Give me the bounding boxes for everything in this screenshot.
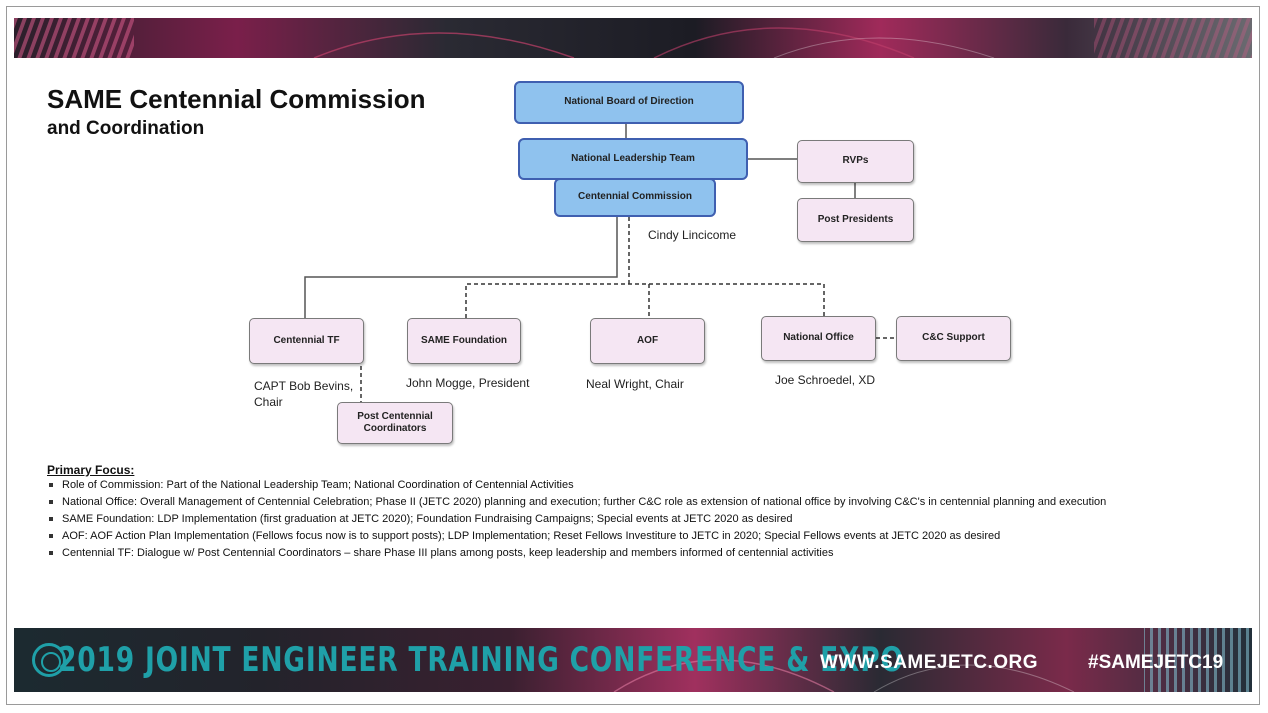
page-subtitle: and Coordination: [47, 118, 205, 139]
footer-hashtag: #SAMEJETC19: [1088, 652, 1224, 673]
box-national-board: National Board of Direction: [514, 81, 744, 124]
note-commission-lead: Cindy Lincicome: [648, 228, 737, 242]
box-centennial-commission: Centennial Commission: [554, 178, 716, 217]
box-post-centennial-coordinators: Post Centennial Coordinators: [337, 402, 453, 444]
primary-focus-heading: Primary Focus:: [47, 463, 135, 477]
page-title: SAME Centennial Commission: [47, 84, 426, 114]
box-same-foundation-label: SAME Foundation: [420, 334, 508, 346]
bottom-decorative-band: [14, 628, 1252, 692]
primary-focus-list: Role of Commission: Part of the National…: [47, 479, 1217, 564]
list-item: Centennial TF: Dialogue w/ Post Centenni…: [47, 547, 1217, 560]
note-aof-chair: Neal Wright, Chair: [586, 377, 684, 391]
list-item: Role of Commission: Part of the National…: [47, 479, 1217, 492]
box-aof-label: AOF: [636, 334, 659, 346]
box-post-coordinators-line2: Coordinators: [363, 423, 427, 434]
box-national-board-label: National Board of Direction: [564, 96, 694, 108]
box-centennial-commission-label: Centennial Commission: [578, 191, 692, 203]
box-aof: AOF: [590, 318, 705, 364]
box-post-coordinators-line1: Post Centennial: [357, 410, 433, 422]
footer-event-name: 2019 JOINT ENGINEER TRAINING CONFERENCE …: [58, 640, 904, 680]
note-tf-chair-line2: Chair: [254, 395, 283, 410]
top-decorative-band: [14, 18, 1252, 58]
box-national-leadership-team: National Leadership Team: [518, 138, 748, 180]
list-item: SAME Foundation: LDP Implementation (fir…: [47, 513, 1217, 526]
note-foundation-president: John Mogge, President: [406, 376, 530, 390]
box-rvps: RVPs: [797, 140, 914, 183]
footer-url: WWW.SAMEJETC.ORG: [820, 652, 1039, 673]
box-national-office-label: National Office: [783, 332, 854, 344]
list-item: AOF: AOF Action Plan Implementation (Fel…: [47, 530, 1217, 543]
box-cc-support-label: C&C Support: [922, 332, 985, 344]
note-tf-chair: CAPT Bob Bevins, Chair: [254, 378, 353, 410]
box-national-leadership-team-label: National Leadership Team: [571, 152, 695, 164]
jetc-logo-icon: [32, 643, 66, 677]
note-office-xd: Joe Schroedel, XD: [775, 373, 876, 387]
list-item: National Office: Overall Management of C…: [47, 496, 1217, 509]
box-centennial-tf-label: Centennial TF: [273, 334, 340, 346]
box-rvps-label: RVPs: [842, 155, 869, 167]
note-tf-chair-line1: CAPT Bob Bevins,: [254, 379, 354, 393]
box-cc-support: C&C Support: [896, 316, 1011, 361]
box-post-presidents: Post Presidents: [797, 198, 914, 242]
box-centennial-tf: Centennial TF: [249, 318, 364, 364]
box-post-presidents-label: Post Presidents: [817, 213, 894, 225]
box-same-foundation: SAME Foundation: [407, 318, 521, 364]
box-national-office: National Office: [761, 316, 876, 361]
